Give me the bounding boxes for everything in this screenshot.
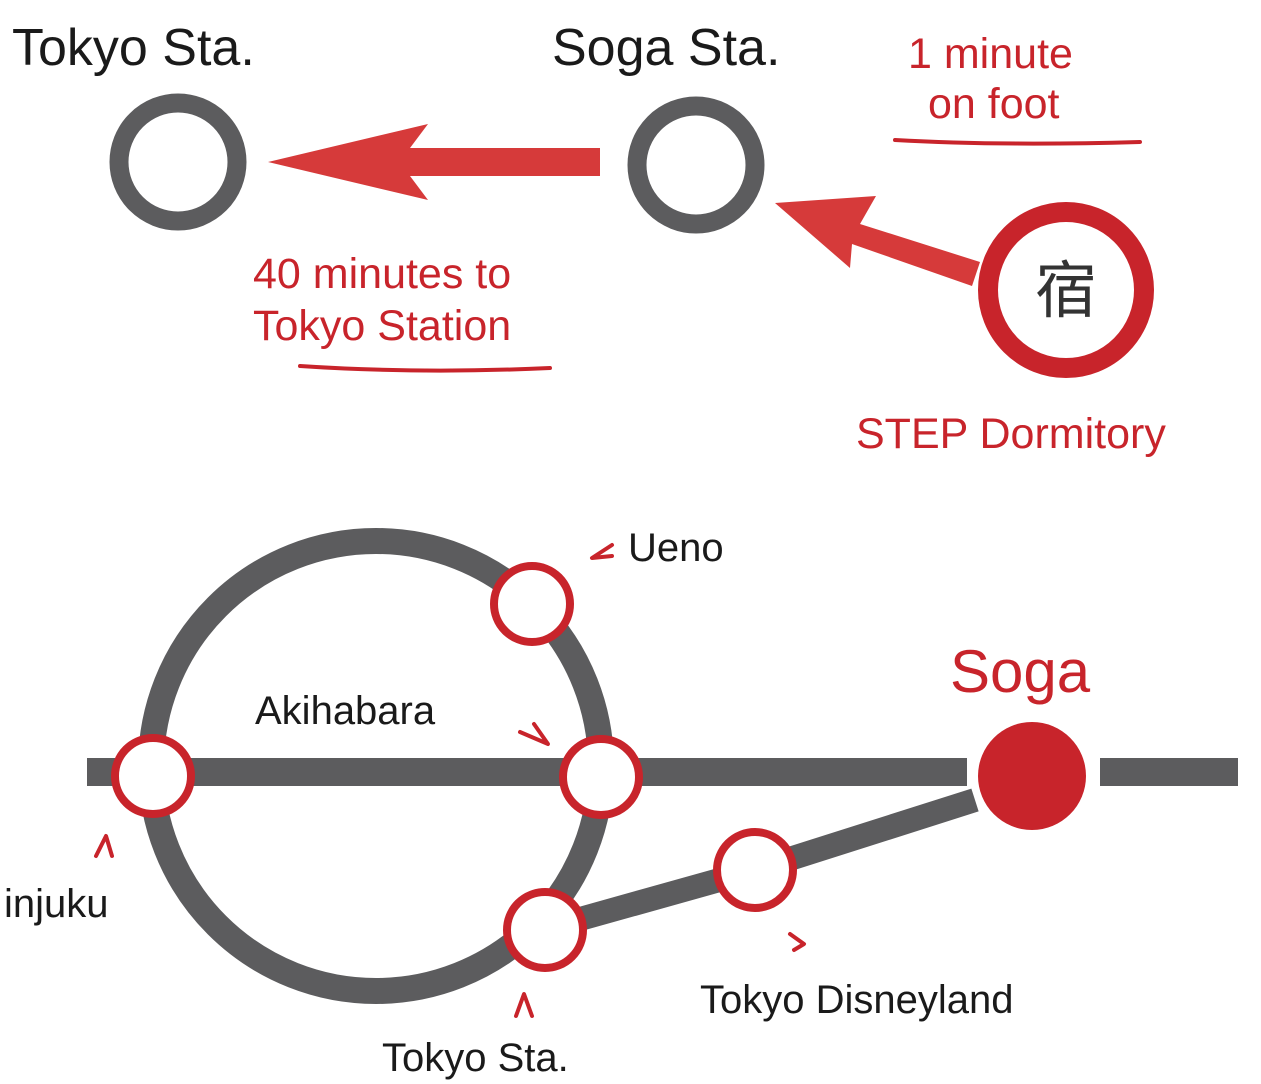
train-time-line-1: 40 minutes to [253, 250, 511, 298]
tokyo-pointer-icon [514, 992, 534, 1018]
soga-label: Soga [950, 638, 1091, 705]
train-time-underline [298, 364, 552, 373]
tokyo-station-marker [503, 888, 587, 972]
lodging-kanji-icon: 宿 [1035, 254, 1097, 327]
akihabara-label: Akihabara [255, 689, 436, 733]
disneyland-pointer-icon [788, 932, 806, 952]
walk-time-line-1: 1 minute [908, 30, 1073, 78]
ueno-station-marker [490, 562, 574, 646]
disneyland-label: Tokyo Disneyland [700, 978, 1014, 1022]
walk-time-underline [893, 138, 1142, 146]
ueno-pointer-icon [590, 543, 614, 560]
dormitory-label: STEP Dormitory [856, 410, 1166, 458]
walk-arrow-icon [775, 196, 980, 286]
dormitory-icon [978, 202, 1154, 378]
ueno-label: Ueno [628, 526, 724, 570]
shinjuku-label: injuku [4, 882, 109, 926]
top-route-panel: Tokyo Sta. Soga Sta. 1 minute on foot 40… [12, 19, 1166, 458]
tokyo-station-title: Tokyo Sta. [12, 19, 255, 77]
akihabara-station-marker [559, 735, 643, 819]
walk-time-line-2: on foot [928, 80, 1060, 128]
soga-station-icon [627, 96, 765, 234]
tokyo-station-label: Tokyo Sta. [382, 1036, 569, 1080]
soga-station-title: Soga Sta. [552, 19, 780, 77]
train-arrow-icon [268, 124, 600, 200]
rail-map-panel: Soga Ueno Akihabara injuku Tokyo Sta. To… [4, 526, 1238, 1080]
shinjuku-station-marker [111, 734, 195, 818]
tokyo-station-icon [109, 93, 247, 231]
shinjuku-pointer-icon [94, 834, 114, 858]
train-time-line-2: Tokyo Station [253, 302, 511, 350]
east-west-line-east [1100, 758, 1238, 786]
akihabara-pointer-icon [518, 722, 550, 746]
east-west-line-west [87, 758, 967, 786]
disneyland-station-marker [713, 828, 797, 912]
soga-station-marker [978, 722, 1086, 830]
